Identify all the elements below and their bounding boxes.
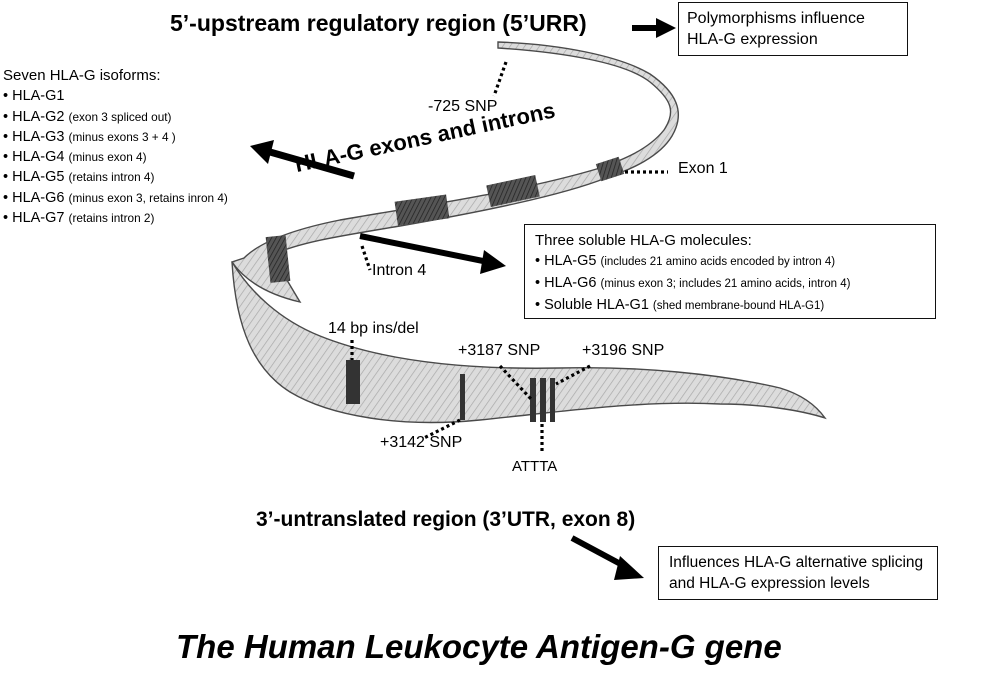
isoform-item: • HLA-G4 (minus exon 4): [3, 149, 147, 166]
atttta-label: ATTTA: [512, 458, 558, 475]
snp-3196-label: +3196 SNP: [582, 342, 665, 359]
arrow-exons-to-isoforms: [250, 140, 355, 180]
isoform-item: • HLA-G3 (minus exons 3 + 4 ): [3, 128, 176, 145]
atttta-band-1: [530, 378, 536, 422]
soluble-box: Three soluble HLA-G molecules: • HLA-G5 …: [524, 224, 936, 319]
snp3142-band: [460, 374, 465, 420]
isoform-item: • HLA-G1: [3, 88, 65, 105]
soluble-item: • HLA-G5 (includes 21 amino acids encode…: [535, 253, 836, 269]
isoform-item: • HLA-G5 (retains intron 4): [3, 169, 155, 186]
intron4-label: Intron 4: [372, 262, 427, 279]
urr-note-line2: HLA-G expression: [687, 31, 818, 48]
urr-note-line1: Polymorphisms influence: [687, 10, 865, 27]
ribbon-lower-band: [231, 261, 827, 424]
exon1-band: [595, 156, 625, 182]
utr-note-line2: and HLA-G expression levels: [669, 575, 870, 592]
isoform-item: • HLA-G7 (retains intron 2): [3, 210, 155, 227]
leader-lines: [350, 61, 668, 454]
arrow-intron4-to-soluble: [359, 233, 506, 274]
figure-caption: The Human Leukocyte Antigen-G gene: [176, 628, 782, 665]
arrow-utr-to-note: [570, 535, 644, 580]
atttta-band-3: [550, 378, 555, 422]
utr-note-box: Influences HLA-G alternative splicing an…: [658, 546, 938, 600]
arrow-urr-to-note: [632, 18, 676, 38]
atttta-band-2: [540, 378, 546, 422]
exon-band-2: [486, 175, 540, 207]
snp-3142-label: +3142 SNP: [380, 434, 463, 451]
soluble-item: • HLA-G6 (minus exon 3; includes 21 amin…: [535, 275, 851, 291]
exon1-label: Exon 1: [678, 160, 728, 177]
exon-band-3: [394, 194, 450, 226]
ins-del-label: 14 bp ins/del: [328, 320, 419, 337]
soluble-title: Three soluble HLA-G molecules:: [535, 232, 752, 249]
snp-725-label: -725 SNP: [428, 98, 498, 115]
isoform-item: • HLA-G6 (minus exon 3, retains inron 4): [3, 189, 228, 206]
intron4-band: [265, 235, 291, 283]
isoform-item: • HLA-G2 (exon 3 spliced out): [3, 108, 172, 125]
utr-title: 3’-untranslated region (3’UTR, exon 8): [256, 508, 636, 531]
utr-note-line1: Influences HLA-G alternative splicing: [669, 554, 924, 571]
snp-3187-label: +3187 SNP: [458, 342, 541, 359]
isoform-list: Seven HLA-G isoforms: • HLA-G1 • HLA-G2 …: [3, 66, 228, 228]
urr-note-box: Polymorphisms influence HLA-G expression: [678, 2, 908, 56]
urr-title: 5’-upstream regulatory region (5’URR): [170, 10, 587, 36]
soluble-item: • Soluble HLA-G1 (shed membrane-bound HL…: [535, 297, 825, 313]
ins-del-band: [346, 360, 360, 404]
isoform-list-title: Seven HLA-G isoforms:: [3, 67, 161, 84]
